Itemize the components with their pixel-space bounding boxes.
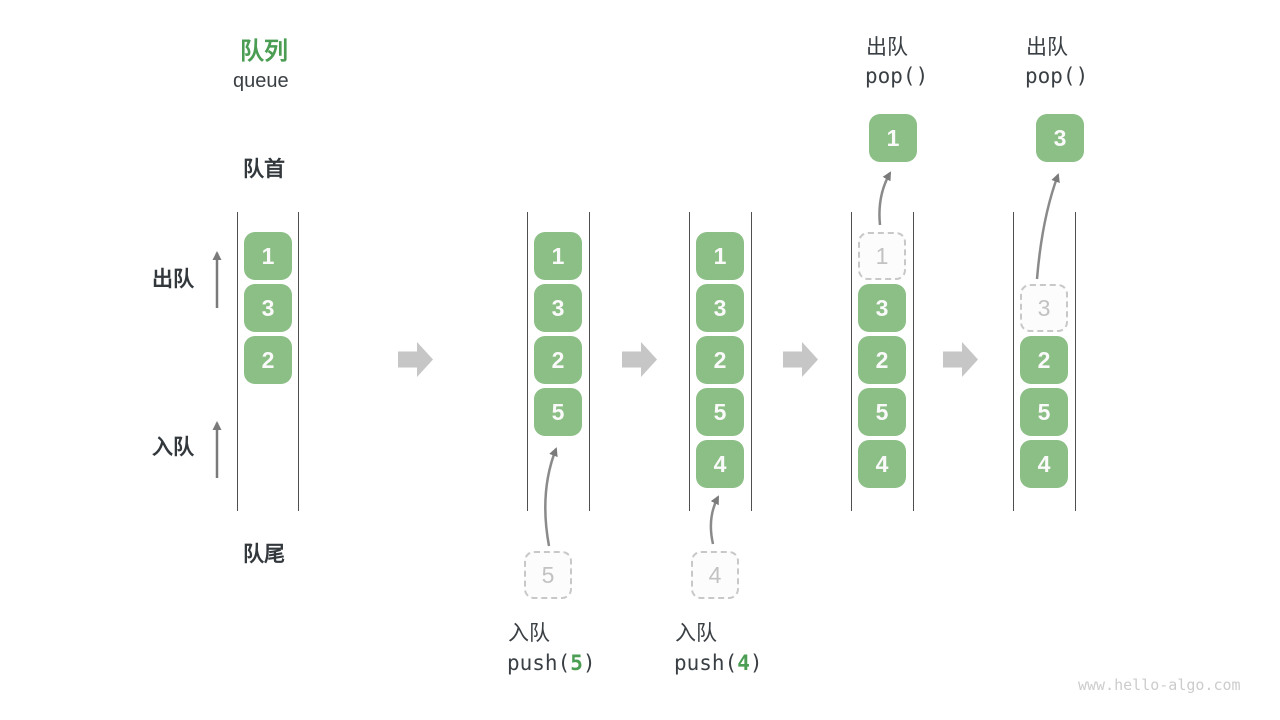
queue-wall-line bbox=[751, 212, 752, 511]
pop-operation-label: 出队 bbox=[1026, 36, 1068, 59]
push-path-arrow-icon bbox=[709, 495, 720, 545]
pop-operation-label: 出队 bbox=[866, 36, 908, 59]
queue-wall-line bbox=[913, 212, 914, 511]
queue-rear-label: 队尾 bbox=[243, 543, 285, 566]
incoming-item-ghost: 4 bbox=[691, 551, 739, 599]
push-operation-label: 入队 bbox=[675, 622, 717, 645]
push-operation-code: push(5) bbox=[507, 651, 596, 675]
queue-item: 4 bbox=[858, 440, 906, 488]
queue-item: 2 bbox=[696, 336, 744, 384]
push-code-open: push( bbox=[674, 651, 738, 675]
push-code-arg: 5 bbox=[570, 651, 583, 675]
queue-item: 1 bbox=[534, 232, 582, 280]
watermark: www.hello-algo.com bbox=[1078, 676, 1241, 694]
push-code-close: ) bbox=[582, 651, 596, 675]
queue-item: 3 bbox=[534, 284, 582, 332]
pop-operation-code: pop() bbox=[1025, 64, 1089, 88]
pop-operation-code: pop() bbox=[865, 64, 929, 88]
push-code-close: ) bbox=[749, 651, 763, 675]
queue-item: 4 bbox=[1020, 440, 1068, 488]
flow-arrow-icon bbox=[622, 342, 657, 377]
enqueue-side-label: 入队 bbox=[152, 436, 194, 459]
queue-wall-line bbox=[298, 212, 299, 511]
queue-wall-line bbox=[589, 212, 590, 511]
push-operation-label: 入队 bbox=[508, 622, 550, 645]
popped-item: 3 bbox=[1036, 114, 1084, 162]
flow-arrow-icon bbox=[783, 342, 818, 377]
popped-item-ghost: 3 bbox=[1020, 284, 1068, 332]
queue-item: 5 bbox=[534, 388, 582, 436]
incoming-item-ghost: 5 bbox=[524, 551, 572, 599]
push-path-arrow-icon bbox=[544, 447, 558, 547]
queue-item: 2 bbox=[244, 336, 292, 384]
popped-item: 1 bbox=[869, 114, 917, 162]
queue-front-label: 队首 bbox=[243, 158, 285, 181]
push-operation-code: push(4) bbox=[674, 651, 763, 675]
queue-item: 5 bbox=[1020, 388, 1068, 436]
diagram-title-en: queue bbox=[233, 70, 289, 92]
queue-item: 1 bbox=[696, 232, 744, 280]
queue-wall-line bbox=[689, 212, 690, 511]
popped-item-ghost: 1 bbox=[858, 232, 906, 280]
queue-wall-line bbox=[1013, 212, 1014, 511]
queue-item: 5 bbox=[696, 388, 744, 436]
queue-item: 3 bbox=[244, 284, 292, 332]
diagram-title-zh: 队列 bbox=[240, 38, 288, 65]
queue-item: 2 bbox=[534, 336, 582, 384]
push-code-open: push( bbox=[507, 651, 571, 675]
queue-item: 4 bbox=[696, 440, 744, 488]
queue-item: 5 bbox=[858, 388, 906, 436]
queue-wall-line bbox=[527, 212, 528, 511]
queue-item: 1 bbox=[244, 232, 292, 280]
queue-item: 3 bbox=[858, 284, 906, 332]
pop-path-arrow-icon bbox=[1035, 173, 1060, 280]
flow-arrow-icon bbox=[943, 342, 978, 377]
queue-item: 2 bbox=[858, 336, 906, 384]
flow-arrow-icon bbox=[398, 342, 433, 377]
queue-wall-line bbox=[1075, 212, 1076, 511]
queue-item: 2 bbox=[1020, 336, 1068, 384]
push-code-arg: 4 bbox=[737, 651, 750, 675]
queue-wall-line bbox=[851, 212, 852, 511]
queue-item: 3 bbox=[696, 284, 744, 332]
queue-wall-line bbox=[237, 212, 238, 511]
dequeue-side-label: 出队 bbox=[152, 268, 194, 291]
pop-path-arrow-icon bbox=[878, 171, 892, 226]
